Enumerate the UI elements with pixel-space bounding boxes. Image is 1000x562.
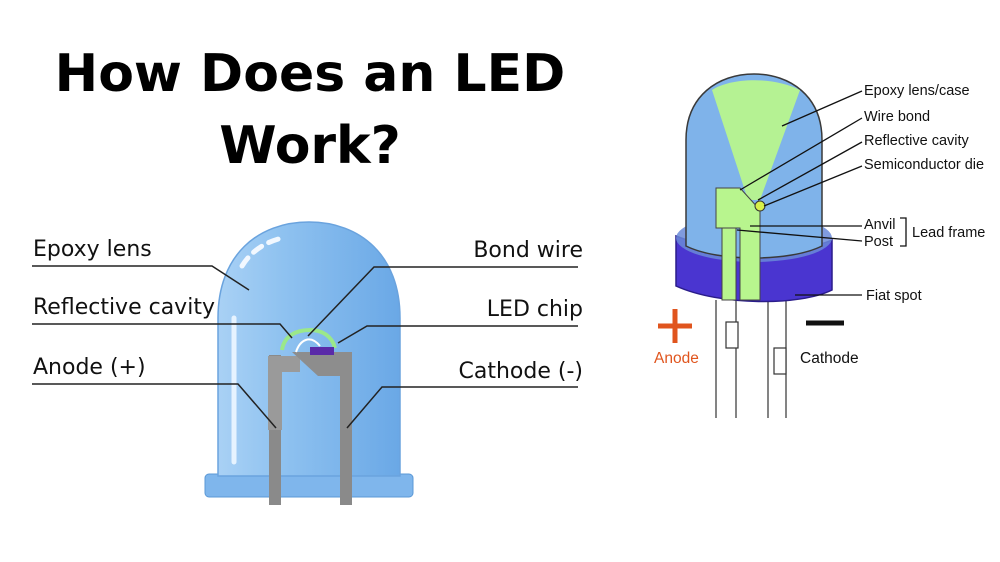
right-light-beam	[712, 80, 800, 200]
label-anode: Anode (+)	[33, 355, 146, 380]
label-led-chip: LED chip	[486, 297, 583, 322]
label-anvil: Anvil	[864, 217, 896, 233]
leader-led-chip	[337, 325, 578, 344]
anode-plus-symbol	[658, 309, 692, 343]
left-post	[292, 352, 352, 430]
leader-anode	[32, 383, 277, 429]
label-epoxy-lens: Epoxy lens	[33, 237, 152, 262]
right-anvil	[721, 227, 737, 301]
label-semiconductor-die: Semiconductor die	[864, 157, 985, 173]
right-anode-leg	[715, 300, 737, 418]
left-bond-wire	[295, 338, 321, 353]
title-line-1: How Does an LED	[54, 44, 566, 104]
leader-wire-bond	[739, 117, 863, 191]
right-anode-crimp	[725, 321, 739, 349]
label-lead-frame: Lead frame	[912, 225, 986, 241]
label-flat-spot: Fiat spot	[866, 288, 922, 304]
left-anvil	[268, 356, 300, 430]
page-title: How Does an LED Work?	[20, 38, 600, 182]
right-lead-frame	[715, 187, 761, 301]
label-post: Post	[864, 234, 894, 250]
leader-epoxy-case	[781, 90, 863, 127]
label-wire-bond: Wire bond	[864, 109, 931, 125]
label-right-anode: Anode	[654, 350, 699, 367]
label-cathode: Cathode (-)	[458, 359, 583, 384]
left-reflective-cavity	[280, 327, 337, 351]
label-right-cathode: Cathode	[800, 350, 859, 367]
leader-reflective-cavity-r	[757, 141, 863, 201]
left-led-diagram	[32, 221, 578, 505]
left-led-chip	[310, 347, 334, 355]
lead-frame-bracket	[900, 217, 907, 247]
leader-epoxy-lens	[32, 265, 250, 291]
leader-reflective-cavity	[32, 323, 293, 339]
label-epoxy-lens-case: Epoxy lens/case	[864, 83, 970, 99]
label-reflective-cavity-right: Reflective cavity	[864, 133, 969, 149]
left-lens-highlight-top	[239, 235, 285, 269]
leader-post	[736, 229, 863, 242]
right-cathode-crimp	[773, 347, 787, 375]
leader-cathode	[346, 386, 578, 429]
leader-bond-wire	[307, 266, 578, 337]
leader-semiconductor-die	[763, 165, 863, 207]
label-bond-wire: Bond wire	[473, 238, 583, 263]
title-line-2: Work?	[219, 116, 401, 176]
label-reflective-cavity: Reflective cavity	[33, 295, 215, 320]
right-semiconductor-die	[754, 200, 766, 212]
